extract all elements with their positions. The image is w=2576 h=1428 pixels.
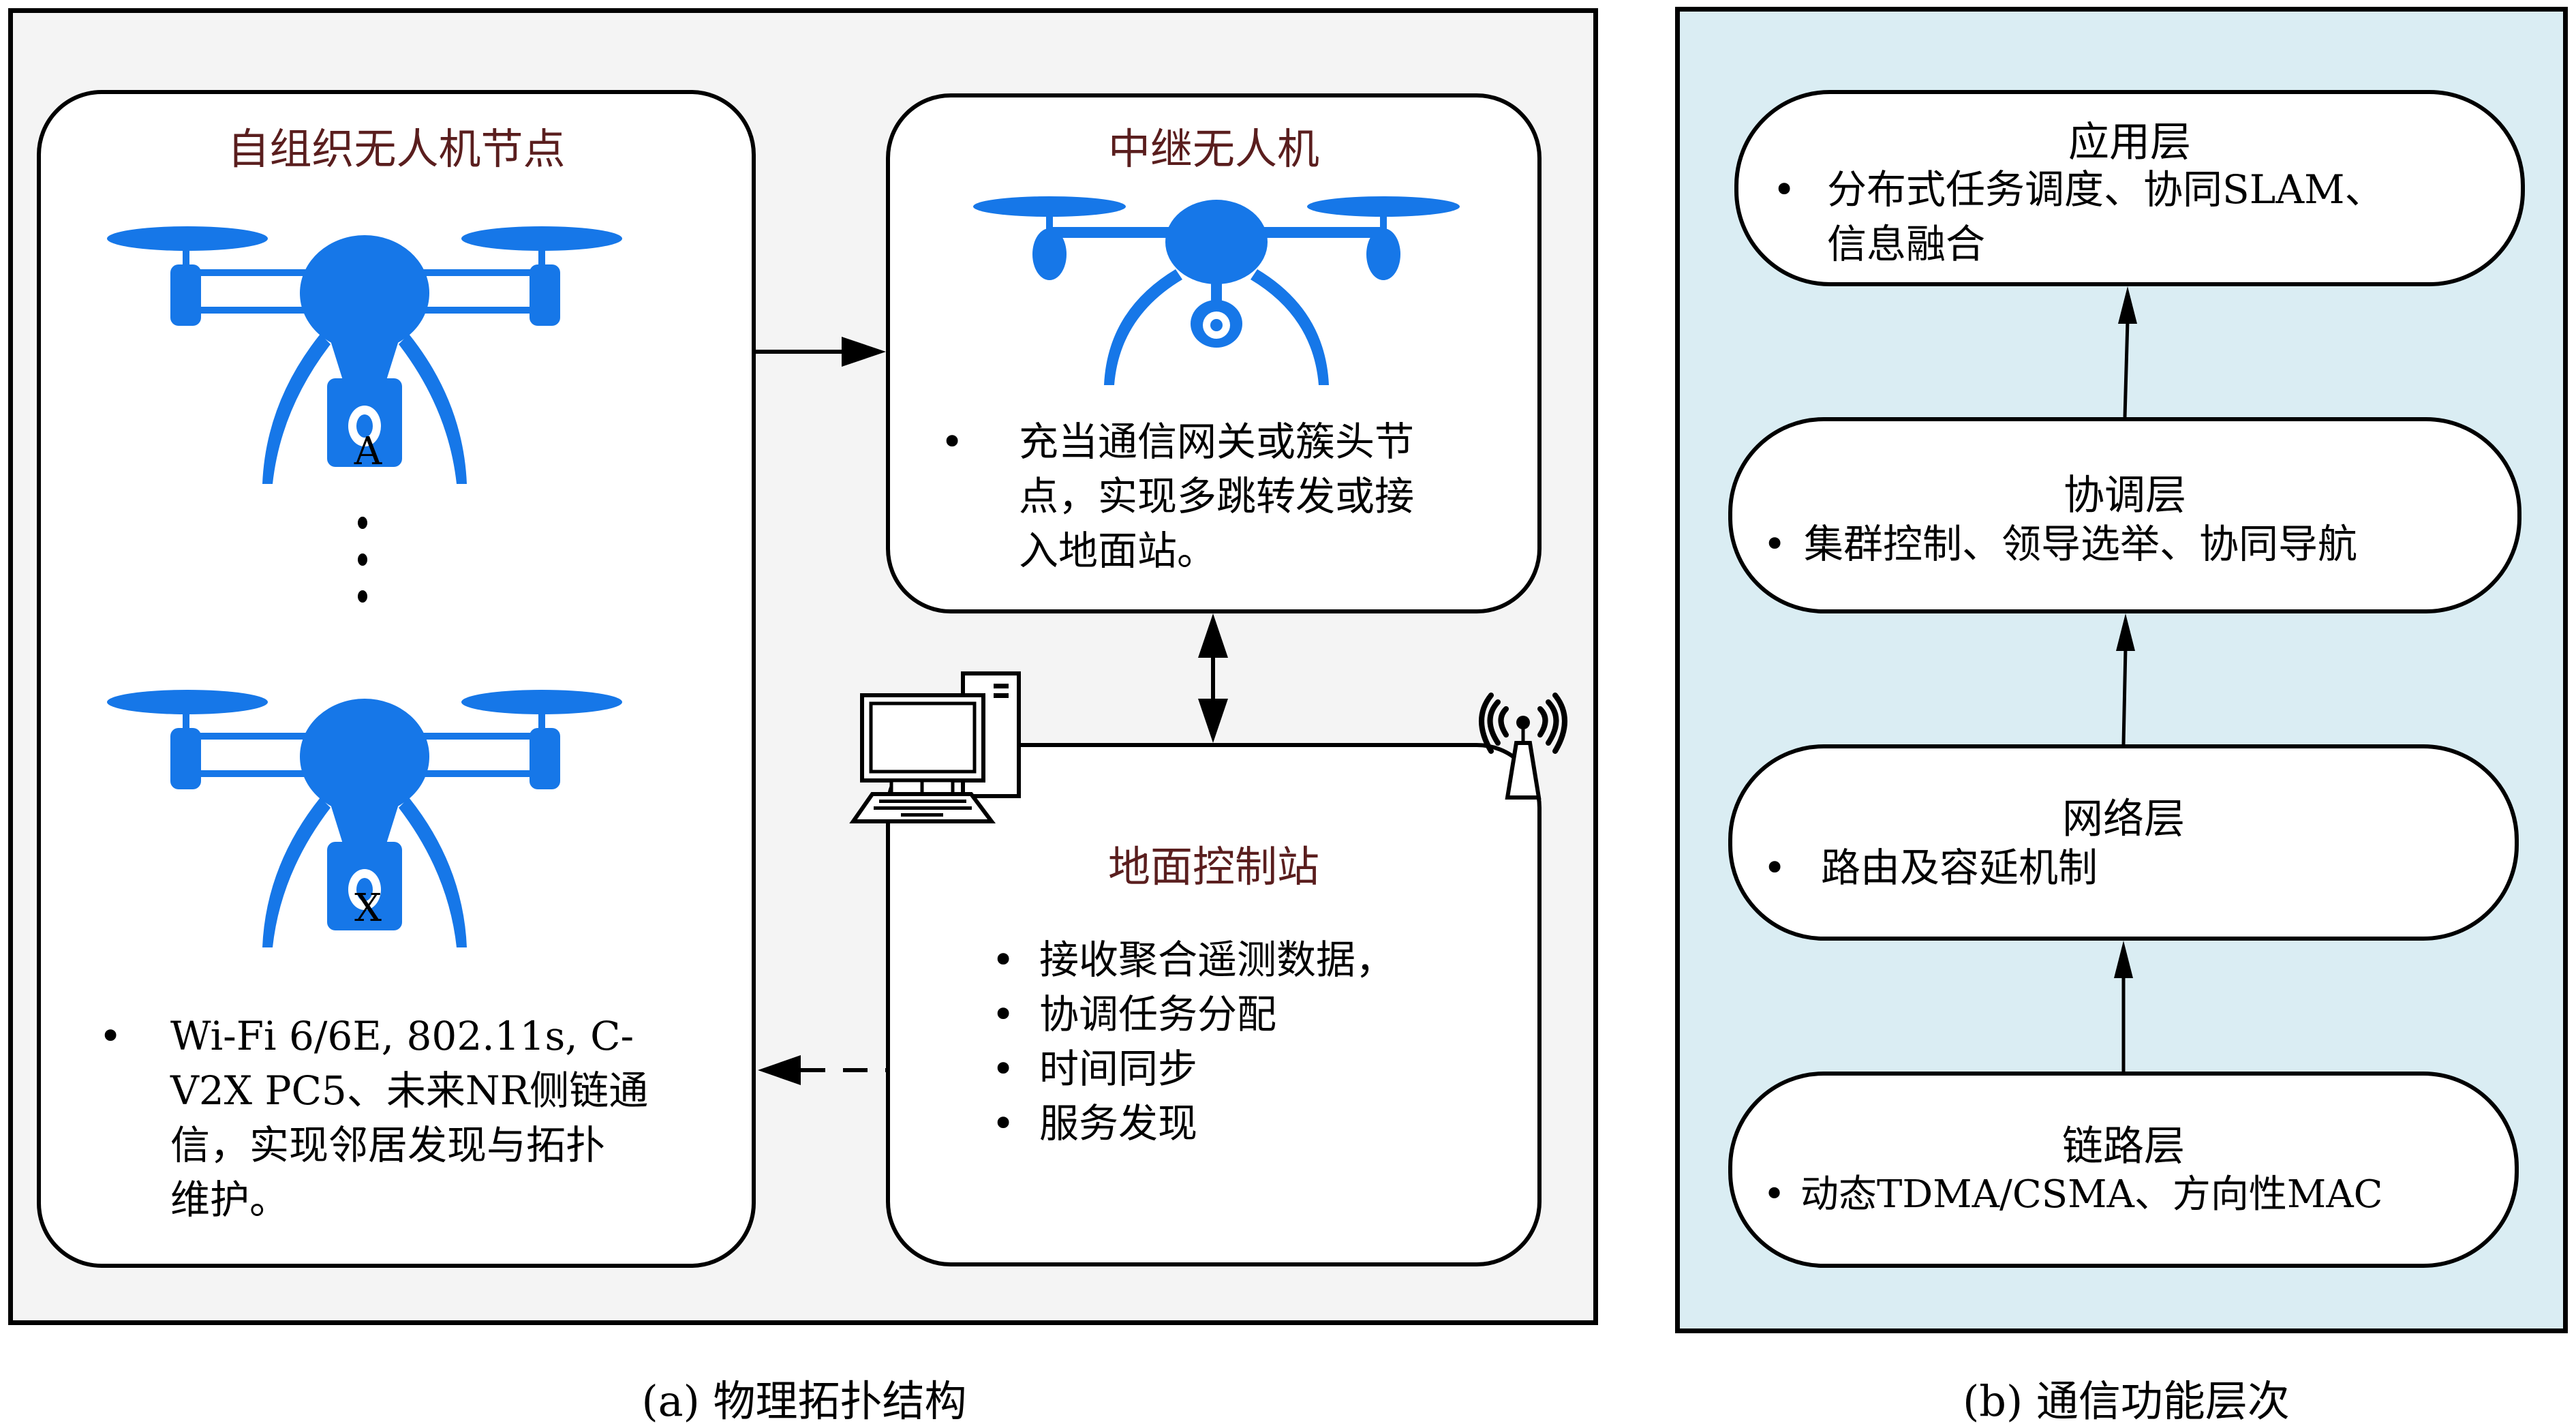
caption-a: (a) 物理拓扑结构: [641, 1376, 967, 1426]
arrow-coordination-to-application: [2118, 286, 2137, 418]
layer-title: 应用层: [2068, 119, 2191, 166]
drone-x-icon: [107, 690, 622, 947]
arrow-uav-to-relay: [756, 337, 886, 367]
bullet-icon: •: [992, 1100, 1015, 1146]
bullet-icon: •: [1763, 845, 1787, 891]
relay-uav-box-title: 中继无人机: [1107, 124, 1319, 174]
uav-desc-line: 信，实现邻居发现与拓扑: [170, 1122, 606, 1168]
ground-station-box: 地面控制站: [886, 743, 1542, 1266]
relay-desc-line: 充当通信网关或簇头节: [1019, 419, 1415, 465]
layer-coordination: 协调层 • 集群控制、领导选举、协同导航: [1728, 417, 2521, 613]
layer-link: 链路层 • 动态TDMA/CSMA、方向性MAC: [1728, 1072, 2519, 1268]
layer-line: 路由及容延机制: [1821, 845, 2098, 891]
drone-a-icon: [107, 226, 622, 484]
bullet-icon: •: [99, 1013, 123, 1059]
ground-station-functions: • 接收聚合遥测数据， • 协调任务分配 • 时间同步 • 服务发现: [992, 932, 1523, 1151]
layer-title: 链路层: [2062, 1123, 2185, 1170]
layer-bullets: • 集群控制、领导选举、协同导航: [1763, 517, 2513, 571]
ground-function-item: 协调任务分配: [1039, 991, 1277, 1037]
layer-network: 网络层 • 路由及容延机制: [1728, 744, 2519, 941]
layer-title: 协调层: [2064, 472, 2186, 519]
ground-function-item: 时间同步: [1039, 1046, 1198, 1092]
bullet-icon: •: [1763, 1172, 1786, 1217]
ellipsis-dot: [358, 517, 367, 529]
bullet-icon: •: [992, 937, 1015, 983]
uav-desc-line: V2X PC5、未来NR侧链通: [170, 1067, 649, 1114]
uav-node-description: • Wi-Fi 6/6E, 802.11s, C- V2X PC5、未来NR侧链…: [99, 1009, 712, 1227]
relay-desc-line: 入地面站。: [1019, 528, 1217, 574]
bullet-icon: •: [992, 1046, 1015, 1092]
uav-desc-line: Wi-Fi 6/6E, 802.11s, C-: [170, 1013, 634, 1059]
bullet-icon: •: [1763, 521, 1787, 567]
bullet-icon: •: [940, 419, 964, 465]
layer-bullets: • 路由及容延机制: [1763, 840, 2513, 895]
relay-desc-line: 点，实现多跳转发或接: [1019, 473, 1415, 519]
layer-line: 动态TDMA/CSMA、方向性MAC: [1800, 1172, 2383, 1217]
arrow-link-to-network: [2114, 941, 2133, 1072]
layer-line: 分布式任务调度、协同SLAM、: [1827, 166, 2385, 213]
layer-bullets: • 动态TDMA/CSMA、方向性MAC: [1763, 1168, 2519, 1222]
ellipsis-dot: [358, 590, 367, 603]
drone-x-label: X: [354, 886, 382, 930]
drone-a-label: A: [354, 429, 382, 474]
arrow-relay-ground-bidirectional: [1198, 613, 1228, 743]
computer-icon: [849, 671, 1021, 823]
antenna-tower-icon: [1479, 693, 1567, 800]
relay-description: • 充当通信网关或簇头节 点，实现多跳转发或接 入地面站。: [940, 414, 1527, 578]
layer-title: 网络层: [2062, 795, 2185, 843]
dashed-arrow-ground-to-uav: [758, 1055, 886, 1085]
layer-bullets: • 分布式任务调度、协同SLAM、信息融合: [1773, 162, 2509, 271]
layer-line: 集群控制、领导选举、协同导航: [1804, 521, 2358, 567]
arrow-network-to-coordination: [2116, 613, 2135, 745]
ground-function-item: 服务发现: [1039, 1100, 1198, 1146]
relay-drone-icon: [973, 196, 1460, 385]
layer-application: 应用层 • 分布式任务调度、协同SLAM、信息融合: [1734, 90, 2525, 286]
layer-line: 信息融合: [1827, 221, 1986, 267]
bullet-icon: •: [1773, 166, 1796, 213]
ellipsis-dot: [358, 553, 367, 566]
ground-station-box-title: 地面控制站: [1107, 842, 1319, 892]
caption-b: (b) 通信功能层次: [1963, 1376, 2290, 1426]
uav-desc-line: 维护。: [170, 1176, 290, 1223]
uav-node-box-title: 自组织无人机节点: [227, 124, 566, 174]
relay-uav-box: 中继无人机: [886, 93, 1542, 613]
ground-function-item: 接收聚合遥测数据，: [1039, 937, 1396, 983]
bullet-icon: •: [992, 991, 1015, 1037]
